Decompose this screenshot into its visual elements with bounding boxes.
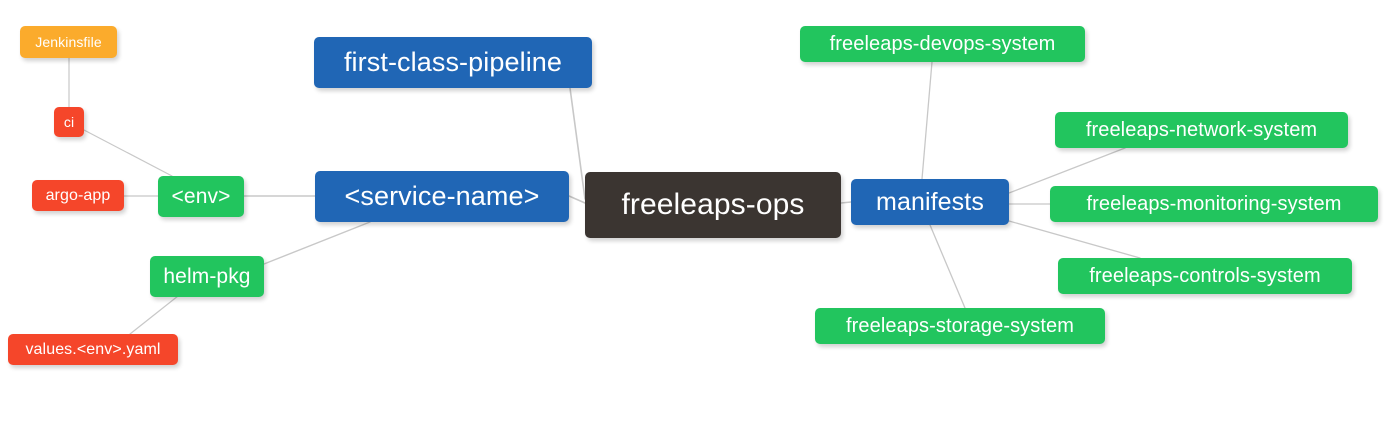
node-env[interactable]: <env> [158,176,244,217]
edge-root-to-manifests [840,201,852,204]
edge-env-to-ci [83,129,173,177]
node-ci[interactable]: ci [54,107,84,137]
node-label: argo-app [45,186,111,204]
node-freeleaps-devops-system[interactable]: freeleaps-devops-system [800,26,1085,62]
node-freeleaps-storage-system[interactable]: freeleaps-storage-system [815,308,1105,344]
edge-root-to-first-class-pipeline [569,87,586,200]
node-label: freeleaps-ops [621,188,805,221]
node-manifests[interactable]: manifests [851,179,1009,225]
edge-manifests-to-freeleaps-storage-system [929,224,966,309]
node-label: freeleaps-network-system [1085,119,1318,141]
node-label: Jenkinsfile [35,34,102,50]
node-label: ci [63,114,75,130]
edge-root-to-service-name [568,195,586,204]
node-first-class-pipeline[interactable]: first-class-pipeline [314,37,592,88]
edge-service-name-to-helm-pkg [263,221,371,265]
node-helm-pkg[interactable]: helm-pkg [150,256,264,297]
node-label: freeleaps-devops-system [829,33,1056,55]
node-label: freeleaps-storage-system [845,315,1075,337]
node-freeleaps-network-system[interactable]: freeleaps-network-system [1055,112,1348,148]
node-label: <service-name> [344,181,540,211]
node-label: <env> [171,185,231,208]
node-argo-app[interactable]: argo-app [32,180,124,211]
node-label: freeleaps-controls-system [1089,265,1321,287]
edge-helm-pkg-to-values-env-yaml [129,295,179,335]
node-freeleaps-monitoring-system[interactable]: freeleaps-monitoring-system [1050,186,1378,222]
node-label: freeleaps-monitoring-system [1086,193,1342,215]
node-label: values.<env>.yaml [25,340,161,358]
node-service-name[interactable]: <service-name> [315,171,569,222]
node-label: manifests [876,187,984,216]
node-label: first-class-pipeline [343,47,563,77]
node-jenkinsfile[interactable]: Jenkinsfile [20,26,117,58]
node-freeleaps-controls-system[interactable]: freeleaps-controls-system [1058,258,1352,294]
node-values-env-yaml[interactable]: values.<env>.yaml [8,334,178,365]
node-root[interactable]: freeleaps-ops [585,172,841,238]
edge-manifests-to-freeleaps-controls-system [1008,220,1141,259]
edge-manifests-to-freeleaps-devops-system [921,61,933,180]
node-label: helm-pkg [163,265,251,288]
